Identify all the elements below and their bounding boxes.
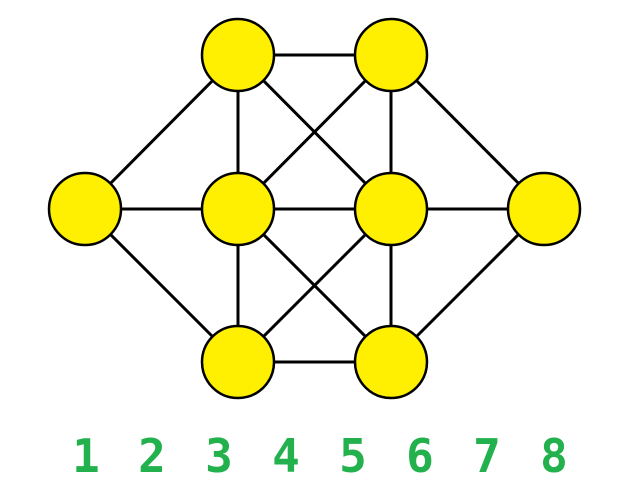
number-label-5: 5 — [339, 429, 367, 483]
node-top-right — [353, 17, 429, 93]
node-center-left — [200, 171, 276, 247]
node-center-right — [353, 171, 429, 247]
node-bottom-left — [200, 324, 276, 400]
number-label-8: 8 — [540, 429, 568, 483]
nodes — [47, 17, 582, 400]
number-label-6: 6 — [406, 429, 434, 483]
number-label-1: 1 — [72, 429, 100, 483]
number-label-7: 7 — [473, 429, 501, 483]
number-label-2: 2 — [138, 429, 166, 483]
number-label-4: 4 — [272, 429, 300, 483]
node-top-left — [200, 17, 276, 93]
node-right — [506, 171, 582, 247]
node-left — [47, 171, 123, 247]
number-label-3: 3 — [205, 429, 233, 483]
node-bottom-right — [353, 324, 429, 400]
